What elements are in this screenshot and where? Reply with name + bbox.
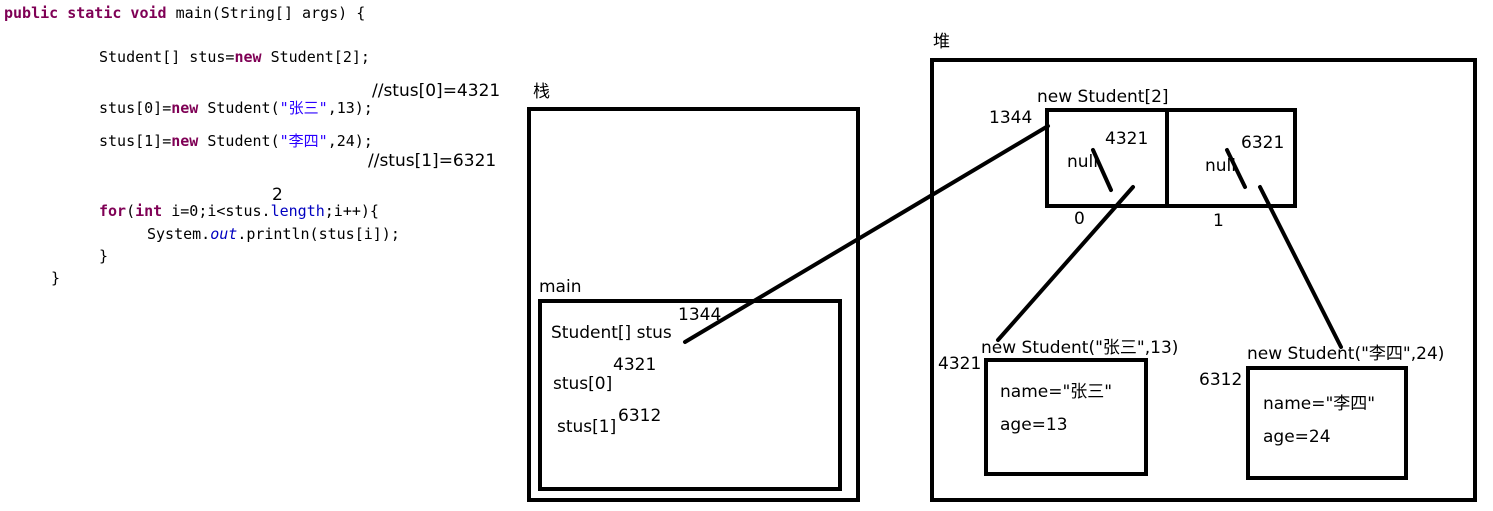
stus-variable-label: Student[] stus [551, 323, 672, 343]
code-keyword: public static void [4, 4, 167, 22]
code-text: stus[1]= [99, 132, 172, 150]
main-frame-label: main [539, 277, 582, 297]
code-line-6: System.out.println(stus[i]); [147, 225, 400, 243]
code-text: Student( [198, 132, 280, 150]
obj1-name: name="张三" [1000, 382, 1113, 402]
array-cell1-index: 1 [1213, 211, 1224, 231]
code-text: Student( [198, 99, 280, 117]
code-text: Student[] stus= [99, 48, 235, 66]
array-cell0-address: 4321 [1105, 129, 1149, 149]
code-line-7: } [99, 247, 109, 265]
obj2-name: name="李四" [1263, 394, 1376, 414]
stus0-label: stus[0] [553, 374, 613, 394]
obj1-title: new Student("张三",13) [981, 338, 1179, 358]
array-cell0-index: 0 [1074, 209, 1085, 229]
code-keyword: new [171, 132, 199, 150]
array-address: 1344 [989, 108, 1033, 128]
array-cell0-null: null [1067, 152, 1098, 172]
obj1-age: age=13 [1000, 415, 1068, 435]
code-text: stus[0]= [99, 99, 172, 117]
cell1-to-obj2-line [1258, 185, 1343, 349]
code-line-5: for(int i=0;i<stus.length;i++){ [99, 202, 379, 220]
stus-address: 1344 [678, 305, 722, 325]
code-text: Student[2]; [261, 48, 370, 66]
stus0-address: 4321 [613, 355, 657, 375]
code-keyword: int [135, 202, 163, 220]
code-field: length [270, 202, 325, 220]
length-value: 2 [272, 185, 283, 205]
obj2-age: age=24 [1263, 427, 1331, 447]
code-line-1: public static void main(String[] args) { [4, 4, 365, 22]
stus0-comment: //stus[0]=4321 [372, 81, 501, 101]
code-text: main(String[] args) { [166, 4, 366, 22]
code-line-2: Student[] stus=new Student[2]; [99, 48, 370, 66]
code-text: ,13); [327, 99, 373, 117]
cell1-strike-line [1225, 148, 1247, 189]
stus-to-array-line [683, 124, 1050, 344]
cell0-strike-line [1091, 148, 1113, 192]
obj2-title: new Student("李四",24) [1247, 344, 1445, 364]
cell0-to-obj1-line [996, 185, 1135, 342]
obj1-address: 4321 [938, 354, 982, 374]
array-cell-divider [1165, 108, 1169, 208]
code-text: .println(stus[i]); [237, 225, 400, 243]
stus1-label: stus[1] [557, 417, 617, 437]
obj2-box [1246, 366, 1408, 480]
code-keyword: new [171, 99, 199, 117]
code-static-field: out [210, 225, 238, 243]
code-text: ;i++){ [324, 202, 379, 220]
array-cell1-address: 6321 [1241, 133, 1285, 153]
array-title: new Student[2] [1037, 87, 1169, 107]
heap-label: 堆 [933, 32, 950, 52]
code-line-3: stus[0]=new Student("张三",13); [99, 99, 373, 117]
stack-label: 栈 [533, 82, 550, 102]
stus1-comment: //stus[1]=6321 [368, 151, 497, 171]
array-box [1045, 108, 1297, 208]
array-cell1-null: null [1205, 156, 1236, 176]
code-keyword: new [234, 48, 262, 66]
code-string: "张三" [279, 99, 328, 117]
main-frame [538, 299, 842, 491]
code-keyword: for [99, 202, 127, 220]
stus1-address: 6312 [618, 406, 662, 426]
heap-area [930, 58, 1477, 502]
code-line-4: stus[1]=new Student("李四",24); [99, 132, 373, 150]
code-line-8: } [51, 269, 61, 287]
code-text: ,24); [327, 132, 373, 150]
code-text: ( [126, 202, 136, 220]
code-text: i=0;i<stus. [162, 202, 271, 220]
obj2-address: 6312 [1199, 370, 1243, 390]
stack-area [527, 107, 860, 502]
code-string: "李四" [279, 132, 328, 150]
obj1-box [984, 358, 1148, 476]
code-text: System. [147, 225, 211, 243]
